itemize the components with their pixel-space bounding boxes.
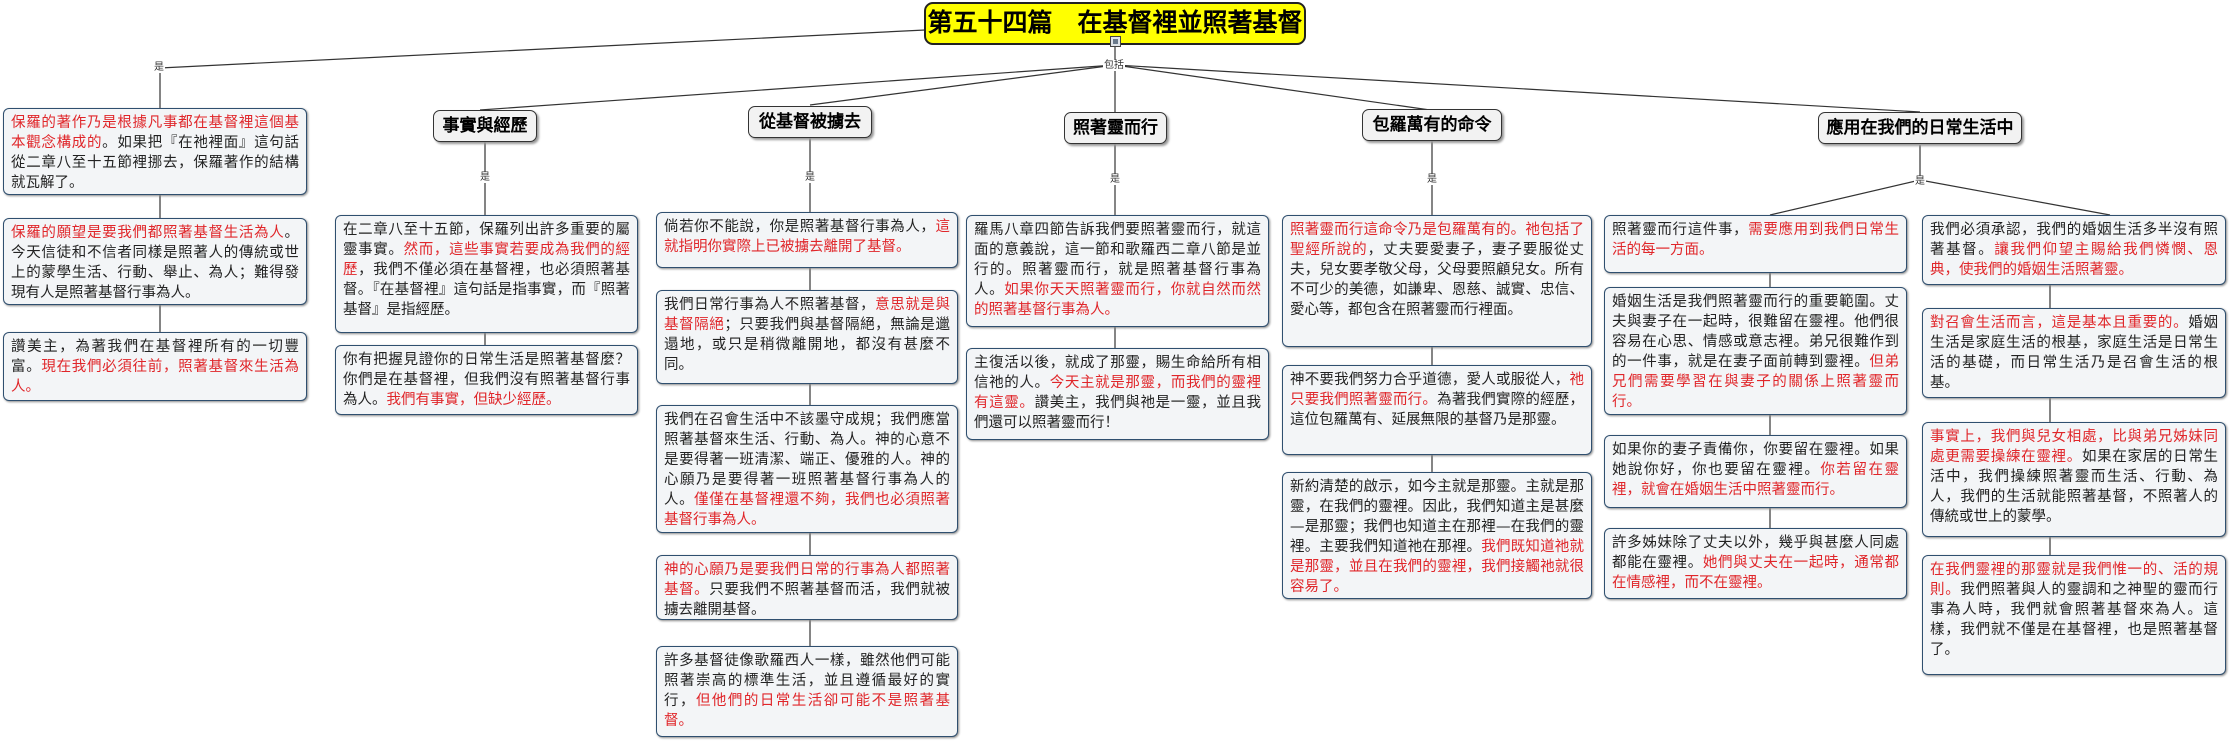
edge-label-is: 是 xyxy=(1109,174,1121,185)
note-apply-6: 對召會生活而言，這是基本且重要的。婚姻生活是家庭生活的根基，家庭生活是日常生活的… xyxy=(1922,308,2226,398)
note-left-1: 保羅的著作乃是根據凡事都在基督裡這個基本觀念構成的。如果把『在祂裡面』這句話從二… xyxy=(3,108,307,195)
heading-facts: 事實與經歷 xyxy=(433,110,537,142)
edge-label-is: 是 xyxy=(479,172,491,183)
note-removed-1: 倘若你不能說，你是照著基督行事為人，這就指明你實際上已被擄去離開了基督。 xyxy=(656,212,958,268)
note-apply-1: 照著靈而行這件事，需要應用到我們日常生活的每一方面。 xyxy=(1604,215,1907,273)
note-spirit-1: 羅馬八章四節告訴我們要照著靈而行，就這面的意義說，這一節和歌羅西二章八節是並行的… xyxy=(966,215,1269,327)
note-removed-3: 我們在召會生活中不該墨守成規；我們應當照著基督來生活、行動、為人。神的心意不是要… xyxy=(656,405,958,533)
note-removed-2: 我們日常行事為人不照著基督，意思就是與基督隔絕；只要我們與基督隔絕，無論是邋遢地… xyxy=(656,290,958,384)
note-removed-5: 許多基督徒像歌羅西人一樣，雖然他們可能照著崇高的標準生活，並且遵循最好的實行，但… xyxy=(656,646,958,737)
note-law-1: 照著靈而行這命令乃是包羅萬有的。祂包括了聖經所說的，丈夫要愛妻子，妻子要服從丈夫… xyxy=(1282,215,1592,347)
note-apply-8: 在我們靈裡的那靈就是我們惟一的、活的規則。我們照著與人的靈調和之神聖的靈而行事為… xyxy=(1922,555,2226,675)
note-facts-2: 你有把握見證你的日常生活是照著基督麼？你們是在基督裡，但我們沒有照著基督行事為人… xyxy=(335,345,638,415)
note-apply-5: 我們必須承認，我們的婚姻生活多半沒有照著基督。讓我們仰望主賜給我們憐憫、恩典，使… xyxy=(1922,215,2226,285)
heading-apply: 應用在我們的日常生活中 xyxy=(1818,112,2022,144)
note-removed-4: 神的心願乃是要我們日常的行事為人都照著基督。只要我們不照著基督而活，我們就被擄去… xyxy=(656,555,958,620)
heading-law: 包羅萬有的命令 xyxy=(1362,109,1502,141)
heading-removed: 從基督被擄去 xyxy=(748,106,872,138)
edge-label-includes: 包括 xyxy=(1103,60,1125,71)
note-spirit-2: 主復活以後，就成了那靈，賜生命給所有相信祂的人。今天主就是那靈，而我們的靈裡有這… xyxy=(966,348,1269,440)
note-law-2: 神不要我們努力合乎道德，愛人或服從人，祂只要我們照著靈而行。為著我們實際的經歷，… xyxy=(1282,365,1592,455)
edge-label-is: 是 xyxy=(804,172,816,183)
note-apply-3: 如果你的妻子責備你，你要留在靈裡。如果她說你好，你也要留在靈裡。你若留在靈裡，就… xyxy=(1604,435,1907,508)
collapse-icon[interactable] xyxy=(1110,36,1121,47)
note-left-3: 讚美主，為著我們在基督裡所有的一切豐富。現在我們必須往前，照著基督來生活為人。 xyxy=(3,332,307,401)
note-apply-7: 事實上，我們與兒女相處，比與弟兄姊妹同處更需要操練在靈裡。如果在家居的日常生活中… xyxy=(1922,422,2226,537)
edge-label-is: 是 xyxy=(1426,174,1438,185)
note-left-2: 保羅的願望是要我們都照著基督生活為人。今天信徒和不信者同樣是照著人的傳統或世上的… xyxy=(3,218,307,305)
note-apply-2: 婚姻生活是我們照著靈而行的重要範圍。丈夫與妻子在一起時，很難留在靈裡。他們很容易… xyxy=(1604,287,1907,415)
edge-label-is: 是 xyxy=(1914,176,1926,187)
note-facts-1: 在二章八至十五節，保羅列出許多重要的屬靈事實。然而，這些事實若要成為我們的經歷，… xyxy=(335,215,638,333)
note-law-3: 新約清楚的啟示，如今主就是那靈。主就是那靈，在我們的靈裡。因此，我們知道主是甚麼… xyxy=(1282,472,1592,599)
heading-spirit: 照著靈而行 xyxy=(1064,112,1167,144)
note-apply-4: 許多姊妹除了丈夫以外，幾乎與甚麼人同處都能在靈裡。她們與丈夫在一起時，通常都在情… xyxy=(1604,528,1907,599)
edge-label-is: 是 xyxy=(153,62,165,73)
